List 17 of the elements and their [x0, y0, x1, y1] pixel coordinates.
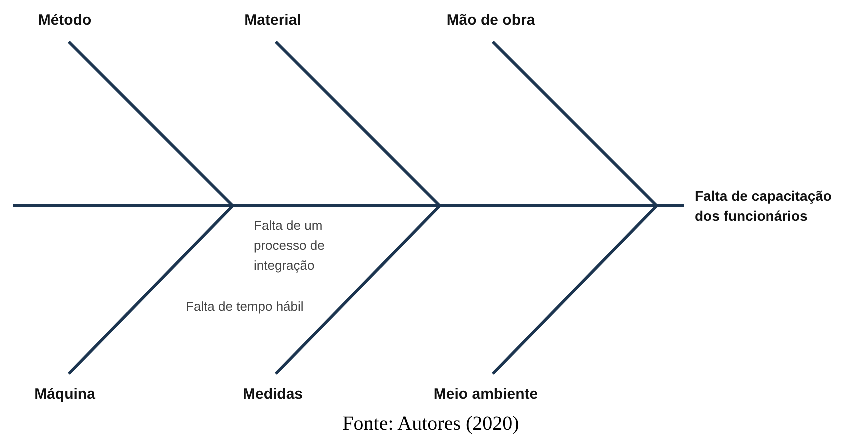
category-label: Medidas	[242, 386, 303, 404]
bone-line	[492, 204, 658, 376]
caption: Fonte: Autores (2020)	[342, 412, 520, 437]
category-label: Mão de obra	[446, 12, 536, 30]
effect-label: Falta de capacitação dos funcionários	[695, 187, 833, 226]
bone-line	[492, 40, 658, 208]
spine-line	[13, 204, 684, 208]
category-label: Máquina	[34, 386, 96, 404]
cause-label: Falta de um processo de integração	[254, 217, 326, 275]
category-label: Método	[38, 12, 92, 30]
cause-label: Falta de tempo hábil	[186, 298, 305, 316]
bone-line	[68, 40, 234, 208]
bone-line	[274, 40, 442, 208]
bone-line	[68, 204, 234, 376]
category-label: Meio ambiente	[434, 386, 538, 404]
bone-line	[274, 204, 442, 376]
category-label: Material	[244, 12, 302, 30]
